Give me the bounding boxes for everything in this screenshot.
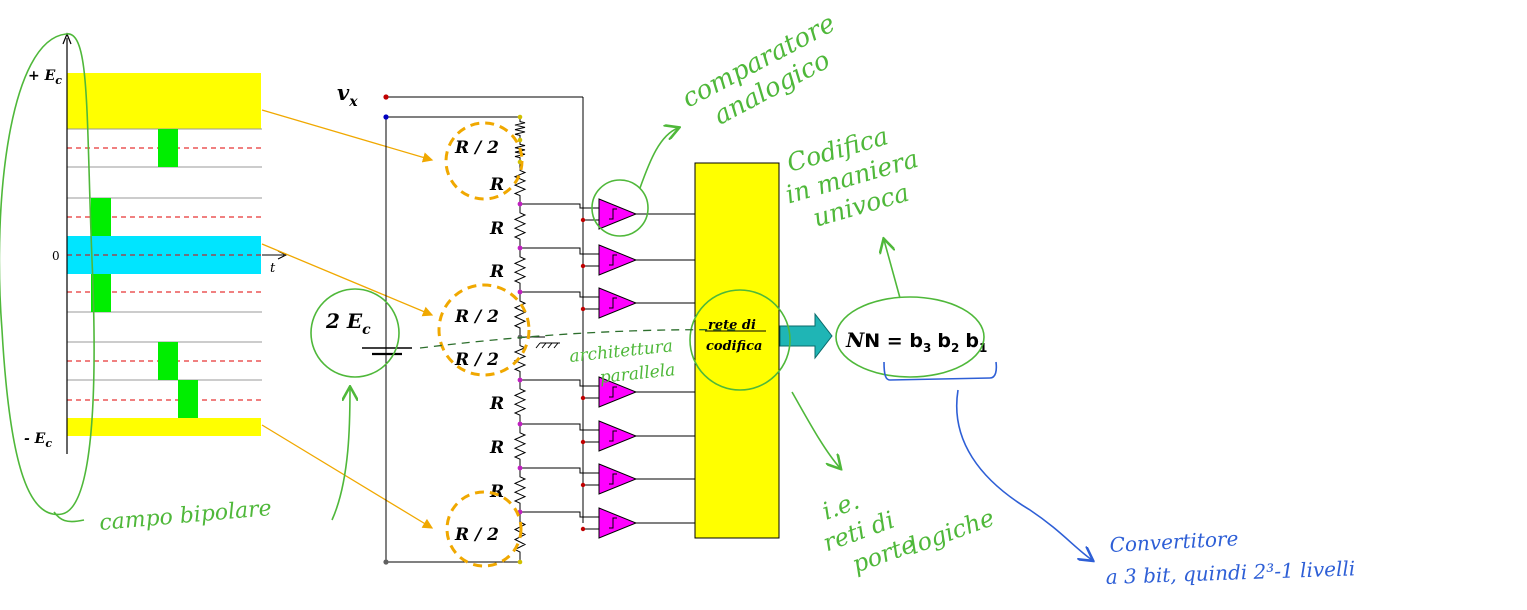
resistor-labels: R / 2 R R R R / 2 R / 2 R R R R / 2 [454, 138, 504, 545]
tap-wire [520, 467, 599, 474]
pen-annotations [0, 33, 985, 523]
step-blocks [91, 129, 198, 418]
circuit [362, 96, 695, 563]
ladder-node [517, 559, 523, 565]
comparator-symbol [598, 198, 638, 230]
hysteresis-mark [609, 517, 617, 529]
resistor-ladder [513, 117, 527, 562]
source-label: 2 Ec [325, 309, 371, 338]
top-level-label: + Ec [28, 68, 62, 87]
comparator-annotation: comparatoreanalogico [677, 8, 854, 140]
resistor-label-mid-half: R / 2 [454, 350, 499, 370]
hysteresis-mark [609, 430, 617, 442]
coding-annotation: Codificain manieraunivoca [774, 115, 930, 238]
comparator [598, 198, 638, 230]
encoder-block [694, 162, 780, 539]
encoder-label-line2: codifica [706, 339, 762, 354]
bus-node [580, 439, 586, 445]
comparator-symbol [598, 376, 638, 408]
zero-label: 0 [52, 249, 60, 263]
tap-wire [520, 379, 599, 387]
comparator-symbol [598, 507, 638, 539]
ground-node [383, 559, 389, 565]
time-label: t [270, 261, 276, 276]
bus-node [580, 526, 586, 532]
bipolar-ellipse [0, 33, 95, 516]
resistor-label: R [489, 219, 504, 239]
resistor-label-mid-half: R / 2 [454, 307, 499, 327]
comparator [598, 420, 638, 452]
mapping-arrows [261, 109, 434, 529]
tap-wire [520, 203, 599, 209]
hysteresis-mark [609, 473, 617, 485]
converter-annotation-line1: Convertitore [1109, 526, 1239, 557]
logic-annotation: i.e.reti diportelogiche [809, 445, 998, 587]
bottom-level-label: - Ec [24, 431, 52, 450]
ladder-node [517, 201, 523, 207]
resistor-label: R [489, 394, 504, 414]
ladder-node [517, 377, 523, 383]
comparator [598, 463, 638, 495]
output-expression: NN = b3 b2 b1 [845, 328, 987, 357]
highlight-circles [437, 121, 531, 568]
comparator [598, 376, 638, 408]
resistor-label: R [489, 438, 504, 458]
ladder-node [517, 289, 523, 295]
ladder-node [517, 465, 523, 471]
bus-node [580, 395, 586, 401]
comparator-symbol [598, 287, 638, 319]
comparator-array [598, 198, 638, 539]
zero-cyan-band [67, 236, 261, 274]
converter-annotation-line2: a 3 bit, quindi 2³-1 livelli [1105, 556, 1355, 589]
ladder-node [517, 421, 523, 427]
bus-node [580, 306, 586, 312]
bus-node [580, 263, 586, 269]
comparator [598, 244, 638, 276]
comparator [598, 507, 638, 539]
bus-node [580, 217, 586, 223]
ref-node [383, 114, 389, 120]
input-label: vx [337, 80, 358, 110]
comparator-symbol [598, 463, 638, 495]
vx-node [383, 94, 389, 100]
resistor-label-top-half: R / 2 [454, 138, 499, 158]
ladder-node [517, 114, 523, 120]
converter-text: Convertitore a 3 bit, quindi 2³-1 livell… [1105, 526, 1355, 589]
hysteresis-mark [609, 386, 617, 398]
comparator-symbol [598, 420, 638, 452]
hysteresis-mark [609, 254, 617, 266]
resistor-label: R [489, 482, 504, 502]
tap-wire [520, 247, 599, 255]
architecture-annotation: architetturaparallela [568, 336, 676, 391]
bottom-yellow-band [67, 418, 261, 436]
output-arrow [779, 312, 833, 360]
bipolar-annotation: campo bipolare [98, 496, 272, 536]
blue-annotations [883, 361, 1092, 560]
hysteresis-mark [609, 208, 617, 220]
tap-wire [520, 291, 599, 298]
comparator [598, 287, 638, 319]
tap-wire [520, 423, 599, 431]
resistor-label: R [489, 175, 504, 195]
levels-plot: + Ec 0 - Ec t [24, 32, 288, 454]
threshold-lines [67, 147, 262, 401]
comparator-symbol [598, 244, 638, 276]
top-yellow-band [67, 73, 261, 129]
resistor-label: R [489, 262, 504, 282]
tap-wire [520, 511, 599, 518]
hysteresis-mark [609, 297, 617, 309]
ladder-node [517, 245, 523, 251]
ladder-node [517, 137, 523, 143]
resistor-label-bottom-half: R / 2 [454, 525, 499, 545]
bus-node [580, 482, 586, 488]
